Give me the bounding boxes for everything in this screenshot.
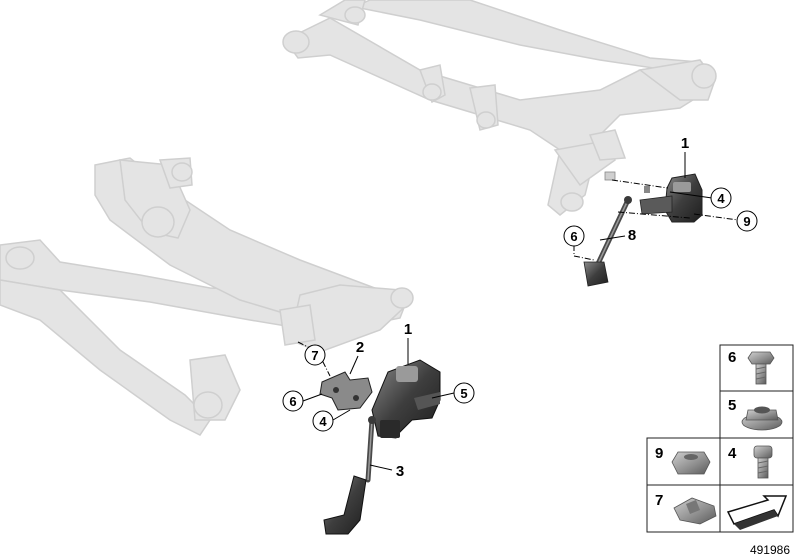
svg-text:5: 5: [728, 397, 736, 414]
callout-rear-nut: 4: [710, 187, 732, 209]
svg-text:6: 6: [728, 349, 736, 366]
svg-text:7: 7: [311, 348, 318, 363]
callout-front-clip: 7: [304, 344, 326, 366]
svg-text:8: 8: [628, 227, 636, 244]
svg-text:9: 9: [743, 214, 750, 229]
legend-cell-hex-nut: 9: [655, 445, 711, 475]
callout-rear-sensor: 1: [681, 135, 689, 152]
svg-text:1: 1: [681, 135, 689, 152]
rear-subframe: [282, 0, 717, 216]
svg-text:4: 4: [728, 445, 737, 462]
callout-rear-rod: 8: [628, 227, 636, 244]
callout-rear-washer: 9: [736, 210, 758, 232]
front-subframe: [0, 157, 414, 436]
callout-front-bracket: 2: [356, 339, 364, 356]
rear-bolt-small: [604, 171, 650, 193]
svg-text:6: 6: [570, 229, 577, 244]
svg-text:3: 3: [396, 463, 404, 480]
svg-text:7: 7: [655, 492, 663, 509]
callout-front-nut: 4: [312, 410, 334, 432]
callout-front-sensor: 1: [404, 321, 412, 338]
front-height-sensor: [371, 359, 441, 439]
legend-cell-bolt: 6: [728, 349, 775, 385]
svg-text:9: 9: [655, 445, 663, 462]
svg-text:1: 1: [404, 321, 412, 338]
legend-cell-clip: 7: [655, 492, 717, 525]
rear-height-sensor: [639, 173, 703, 223]
svg-text:5: 5: [460, 386, 467, 401]
rear-sensor-rod: [583, 196, 632, 287]
front-sensor-rod: [323, 416, 376, 535]
callout-front-washer: 5: [453, 382, 475, 404]
rear-leader-lines: [573, 152, 739, 261]
svg-text:2: 2: [356, 339, 364, 356]
front-sensor-bracket: [319, 371, 373, 411]
callout-front-bolt: 6: [282, 390, 304, 412]
svg-text:4: 4: [717, 191, 725, 206]
svg-text:6: 6: [289, 394, 296, 409]
callout-front-rod: 3: [396, 463, 404, 480]
parts-legend: 6 5 9 4: [646, 344, 794, 533]
svg-text:4: 4: [319, 414, 327, 429]
legend-cell-flange-nut: 5: [728, 397, 783, 431]
callout-rear-bolt: 6: [563, 225, 585, 247]
legend-cell-socket-bolt: 4: [728, 445, 773, 479]
arrow-icon: [726, 495, 788, 530]
diagram-id-label: 491986: [749, 543, 790, 557]
